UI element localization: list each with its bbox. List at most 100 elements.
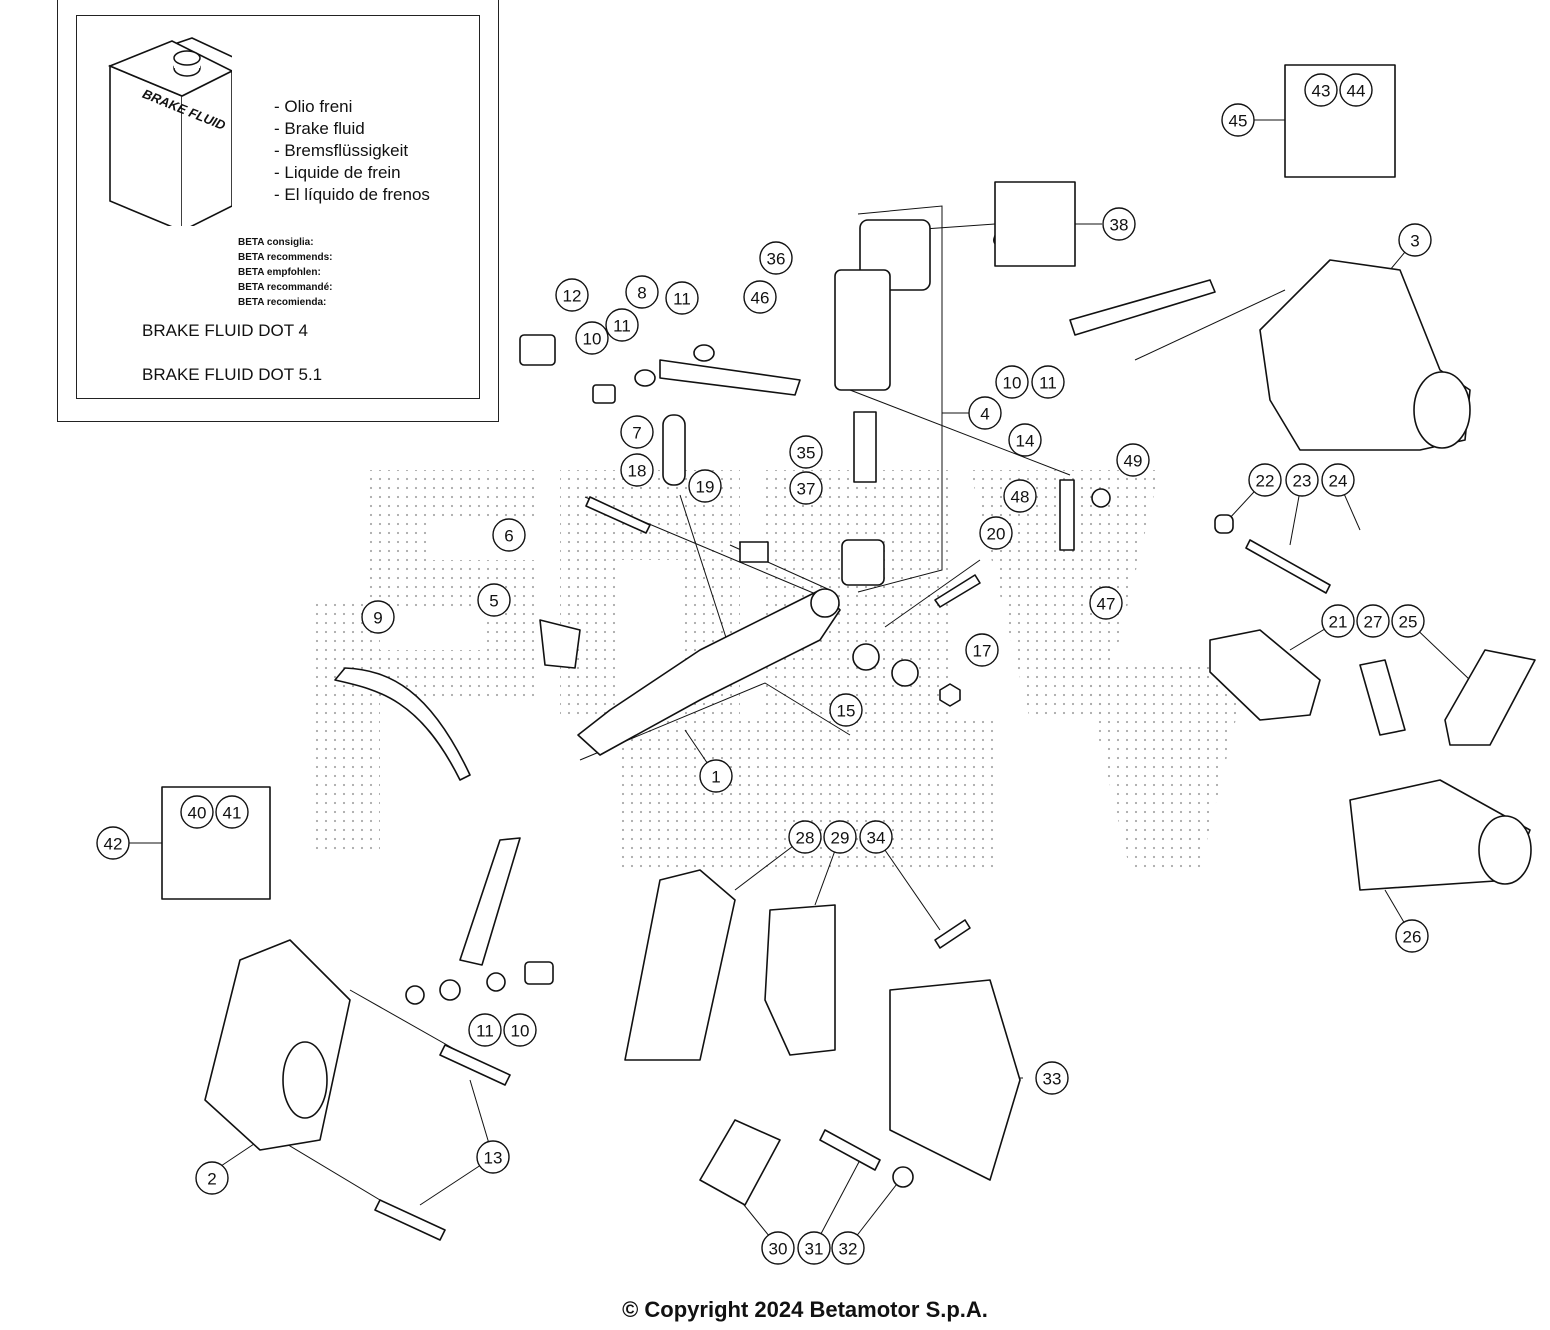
callout-circle — [699, 759, 733, 793]
callout-42: 42 — [96, 826, 130, 860]
callout-number: 45 — [1229, 112, 1248, 131]
callout-circle — [1321, 463, 1355, 497]
callout-8: 8 — [625, 275, 659, 309]
callout-number: 47 — [1097, 595, 1116, 614]
callout-13: 13 — [476, 1140, 510, 1174]
callout-20: 20 — [979, 516, 1013, 550]
callout-47: 47 — [1089, 586, 1123, 620]
callout-number: 34 — [867, 829, 886, 848]
callout-number: 36 — [767, 250, 786, 269]
recommendation-french: BETA recommandé: — [238, 282, 333, 293]
callout-circle — [759, 241, 793, 275]
callout-circle — [743, 280, 777, 314]
callout-number: 4 — [980, 405, 989, 424]
callout-45: 45 — [1221, 103, 1255, 137]
callout-35: 35 — [789, 435, 823, 469]
callout-1: 1 — [699, 759, 733, 793]
callout-circle — [477, 583, 511, 617]
fluid-name-italian: - Olio freni — [274, 97, 353, 116]
recommendation-german: BETA empfohlen: — [238, 267, 321, 278]
callout-32: 32 — [831, 1231, 865, 1265]
callout-number: 25 — [1399, 613, 1418, 632]
callout-circle — [620, 453, 654, 487]
callout-number: 22 — [1256, 472, 1275, 491]
callout-2: 2 — [195, 1161, 229, 1195]
callout-number: 5 — [489, 592, 498, 611]
callout-number: 31 — [805, 1240, 824, 1259]
callout-number: 30 — [769, 1240, 788, 1259]
callout-circle — [831, 1231, 865, 1265]
callout-circle — [1391, 604, 1425, 638]
callout-3: 3 — [1398, 223, 1432, 257]
callout-30: 30 — [761, 1231, 795, 1265]
callout-number: 26 — [1403, 928, 1422, 947]
callout-circle — [1248, 463, 1282, 497]
callout-circle — [1304, 73, 1338, 107]
brake-fluid-legend: BRAKE FLUID - Olio freni - Brake fluid -… — [57, 0, 499, 422]
callout-circle — [575, 321, 609, 355]
callout-11-2: 11 — [665, 281, 699, 315]
callout-14: 14 — [1008, 423, 1042, 457]
callout-circle — [1398, 223, 1432, 257]
callout-22: 22 — [1248, 463, 1282, 497]
callout-number: 41 — [223, 804, 242, 823]
callout-circle — [797, 1231, 831, 1265]
callout-28: 28 — [788, 820, 822, 854]
callout-number: 8 — [637, 284, 646, 303]
callout-23: 23 — [1285, 463, 1319, 497]
callout-5: 5 — [477, 583, 511, 617]
callout-number: 13 — [484, 1149, 503, 1168]
callout-circle — [195, 1161, 229, 1195]
callout-15: 15 — [829, 693, 863, 727]
callout-number: 33 — [1043, 1070, 1062, 1089]
dot4-label: BRAKE FLUID DOT 4 — [142, 321, 308, 340]
callout-circle — [788, 820, 822, 854]
callout-circle — [361, 600, 395, 634]
callout-circle — [1102, 207, 1136, 241]
fluid-name-english: - Brake fluid — [274, 119, 365, 138]
callout-number: 43 — [1312, 82, 1331, 101]
callout-number: 11 — [613, 317, 631, 336]
callout-6: 6 — [492, 518, 526, 552]
callout-34: 34 — [859, 820, 893, 854]
callout-number: 12 — [563, 287, 582, 306]
callout-circle — [1356, 604, 1390, 638]
callout-38: 38 — [1102, 207, 1136, 241]
callout-circle — [605, 308, 639, 342]
copyright-notice: © Copyright 2024 Betamotor S.p.A. — [622, 1297, 988, 1322]
callout-number: 28 — [796, 829, 815, 848]
callout-number: 19 — [696, 478, 715, 497]
callout-40: 40 — [180, 795, 214, 829]
callout-circle — [180, 795, 214, 829]
callout-26: 26 — [1395, 919, 1429, 953]
callout-number: 24 — [1329, 472, 1348, 491]
callout-46: 46 — [743, 280, 777, 314]
callout-number: 2 — [207, 1170, 216, 1189]
callout-37: 37 — [789, 471, 823, 505]
callout-10: 10 — [575, 321, 609, 355]
callout-circle — [968, 396, 1002, 430]
callout-29: 29 — [823, 820, 857, 854]
callout-49: 49 — [1116, 443, 1150, 477]
callout-number: 3 — [1410, 232, 1419, 251]
front-caliper — [204, 869, 836, 1151]
callout-24: 24 — [1321, 463, 1355, 497]
callout-circle — [859, 820, 893, 854]
callout-number: 44 — [1347, 82, 1366, 101]
callout-number: 11 — [673, 290, 691, 309]
callout-number: 1 — [711, 768, 720, 787]
dot51-label: BRAKE FLUID DOT 5.1 — [142, 365, 323, 384]
callout-number: 9 — [373, 609, 382, 628]
callout-number: 38 — [1110, 216, 1129, 235]
callout-circle — [789, 471, 823, 505]
legend-inner-frame: BRAKE FLUID - Olio freni - Brake fluid -… — [76, 15, 480, 399]
callout-25: 25 — [1391, 604, 1425, 638]
callout-circle — [665, 281, 699, 315]
callout-number: 10 — [511, 1022, 530, 1041]
callout-7: 7 — [620, 415, 654, 449]
callout-circle — [979, 516, 1013, 550]
callout-circle — [789, 435, 823, 469]
callout-circle — [1339, 73, 1373, 107]
